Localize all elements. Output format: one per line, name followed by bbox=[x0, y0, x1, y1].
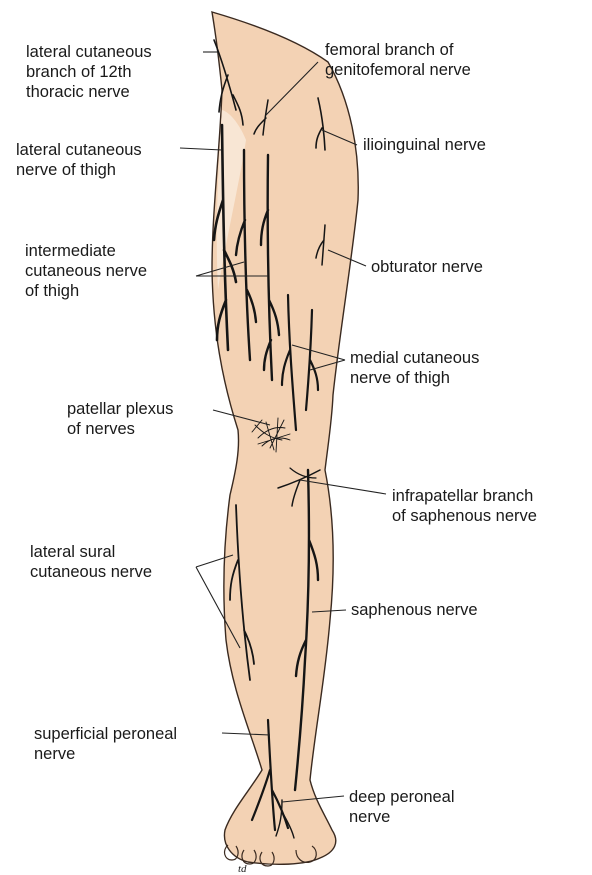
artist-signature: td bbox=[238, 863, 247, 875]
label-patellar-plexus: patellar plexus of nerves bbox=[67, 399, 173, 439]
label-line: ilioinguinal nerve bbox=[363, 135, 486, 155]
label-obturator: obturator nerve bbox=[371, 257, 483, 277]
label-femoral-genitofemoral: femoral branch of genitofemoral nerve bbox=[325, 40, 471, 80]
label-line: medial cutaneous bbox=[350, 348, 479, 368]
label-line: patellar plexus bbox=[67, 399, 173, 419]
label-infrapatellar: infrapatellar branch of saphenous nerve bbox=[392, 486, 537, 526]
label-line: deep peroneal bbox=[349, 787, 455, 807]
label-line: obturator nerve bbox=[371, 257, 483, 277]
label-line: nerve of thigh bbox=[16, 160, 142, 180]
label-line: of nerves bbox=[67, 419, 173, 439]
label-line: saphenous nerve bbox=[351, 600, 478, 620]
label-deep-peroneal: deep peroneal nerve bbox=[349, 787, 455, 827]
label-line: superficial peroneal bbox=[34, 724, 177, 744]
label-intermediate-cutaneous: intermediate cutaneous nerve of thigh bbox=[25, 241, 147, 301]
label-lateral-sural: lateral sural cutaneous nerve bbox=[30, 542, 152, 582]
label-line: of saphenous nerve bbox=[392, 506, 537, 526]
label-line: cutaneous nerve bbox=[25, 261, 147, 281]
label-line: cutaneous nerve bbox=[30, 562, 152, 582]
label-line: thoracic nerve bbox=[26, 82, 152, 102]
label-line: infrapatellar branch bbox=[392, 486, 537, 506]
label-ilioinguinal: ilioinguinal nerve bbox=[363, 135, 486, 155]
label-line: nerve of thigh bbox=[350, 368, 479, 388]
label-medial-cutaneous: medial cutaneous nerve of thigh bbox=[350, 348, 479, 388]
label-saphenous: saphenous nerve bbox=[351, 600, 478, 620]
leader-lateral-thigh bbox=[180, 148, 222, 150]
label-superficial-peroneal: superficial peroneal nerve bbox=[34, 724, 177, 764]
label-line: intermediate bbox=[25, 241, 147, 261]
label-line: nerve bbox=[34, 744, 177, 764]
label-lateral-cutaneous-12th: lateral cutaneous branch of 12th thoraci… bbox=[26, 42, 152, 102]
label-line: lateral cutaneous bbox=[16, 140, 142, 160]
label-line: lateral cutaneous bbox=[26, 42, 152, 62]
label-line: genitofemoral nerve bbox=[325, 60, 471, 80]
label-lateral-cutaneous-thigh: lateral cutaneous nerve of thigh bbox=[16, 140, 142, 180]
label-line: of thigh bbox=[25, 281, 147, 301]
label-line: lateral sural bbox=[30, 542, 152, 562]
label-line: femoral branch of bbox=[325, 40, 471, 60]
label-line: nerve bbox=[349, 807, 455, 827]
label-line: branch of 12th bbox=[26, 62, 152, 82]
